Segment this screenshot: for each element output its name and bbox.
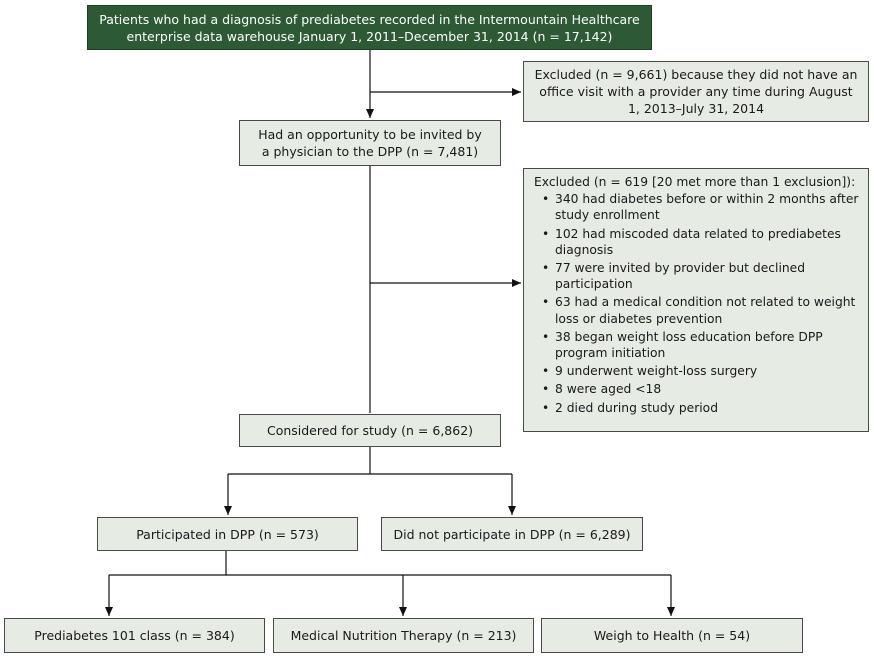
medical-nutrition-therapy-text: Medical Nutrition Therapy (n = 213) [290,628,517,643]
excluded-criteria-item: 8 were aged <18 [540,381,860,397]
not-participated-box: Did not participate in DPP (n = 6,289) [381,517,643,551]
excluded-criteria-item: 102 had miscoded data related to prediab… [540,226,860,258]
excluded-criteria-item: 63 had a medical condition not related t… [540,294,860,326]
participated-text: Participated in DPP (n = 573) [136,526,319,542]
medical-nutrition-therapy-box: Medical Nutrition Therapy (n = 213) [273,618,534,653]
prediabetes-101-box: Prediabetes 101 class (n = 384) [4,618,265,653]
top-box-prediabetes-patients: Patients who had a diagnosis of prediabe… [87,5,652,50]
excluded-no-visit-text: Excluded (n = 9,661) because they did no… [534,67,858,116]
excluded-no-visit-box: Excluded (n = 9,661) because they did no… [523,61,869,122]
excluded-criteria-item: 77 were invited by provider but declined… [540,260,860,292]
weigh-to-health-text: Weigh to Health (n = 54) [593,628,751,643]
excluded-criteria-box: Excluded (n = 619 [20 met more than 1 ex… [523,168,869,432]
excluded-criteria-title: Excluded (n = 619 [20 met more than 1 ex… [534,175,856,189]
weigh-to-health-box: Weigh to Health (n = 54) [541,618,803,653]
excluded-criteria-list: 340 had diabetes before or within 2 mont… [534,191,860,416]
opportunity-text: Had an opportunity to be invited by a ph… [258,127,482,159]
not-participated-text: Did not participate in DPP (n = 6,289) [393,526,631,542]
excluded-criteria-item: 2 died during study period [540,400,860,416]
considered-text: Considered for study (n = 6,862) [266,423,474,438]
considered-box: Considered for study (n = 6,862) [239,414,501,447]
excluded-criteria-item: 38 began weight loss education before DP… [540,329,860,361]
opportunity-box: Had an opportunity to be invited by a ph… [239,120,501,166]
top-box-text: Patients who had a diagnosis of prediabe… [99,11,640,44]
participated-box: Participated in DPP (n = 573) [97,517,358,551]
prediabetes-101-text: Prediabetes 101 class (n = 384) [34,628,235,643]
excluded-criteria-item: 340 had diabetes before or within 2 mont… [540,191,860,223]
excluded-criteria-item: 9 underwent weight-loss surgery [540,363,860,379]
